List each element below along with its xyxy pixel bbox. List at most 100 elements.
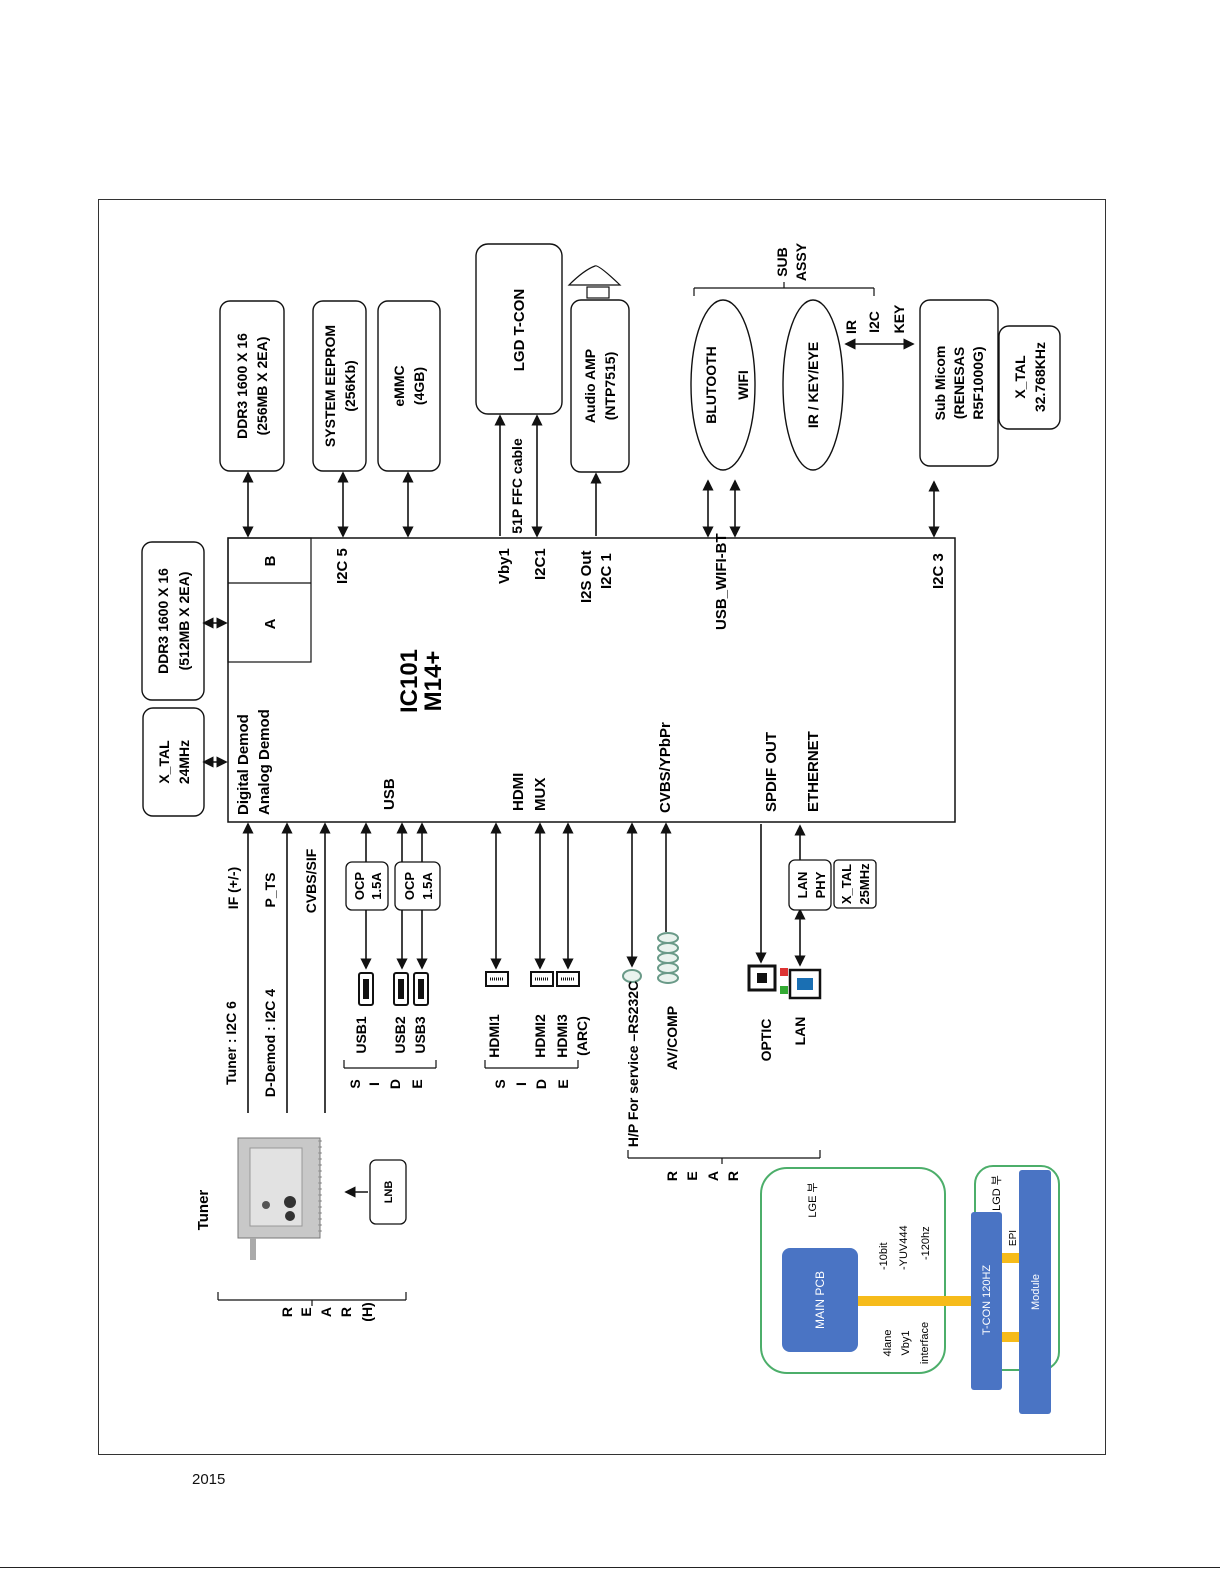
av-comp-label: AV/COMP [664, 1006, 680, 1070]
soc-label-cvbs-ypbpr: CVBS/YPbPr [657, 722, 674, 813]
speaker-icon [567, 265, 622, 299]
page-frame [98, 199, 1106, 1455]
ffc-cable-label: 51P FFC cable [509, 438, 525, 534]
epi-label: EPI [1008, 1230, 1019, 1246]
rear-letter: E [684, 1171, 700, 1180]
usb1-port-label: USB1 [353, 1016, 369, 1054]
soc-label-mux: MUX [532, 778, 549, 811]
usb3-port-label: USB3 [412, 1016, 428, 1054]
soc-label-i2c1: I2C1 [532, 548, 549, 580]
soc-model: M14+ [420, 651, 447, 712]
xtal-25mhz-box [833, 859, 877, 909]
hdmi1-port-label: HDMI1 [486, 1014, 502, 1058]
soc-label-hdmi: HDMI [510, 773, 527, 811]
usb-port-icon [413, 972, 429, 1006]
xtal-32k-line1: X_TAL [1012, 355, 1028, 399]
tcon-block [971, 1212, 1002, 1390]
hdmi-port-icon [530, 971, 554, 987]
eeprom-line2: (256Kb) [342, 360, 358, 411]
sub-assy-line2: ASSY [793, 242, 809, 281]
rear-h-letter: E [298, 1307, 314, 1316]
rear-letter: A [705, 1171, 721, 1181]
ocp2-line2: 1.5A [420, 872, 435, 900]
soc-label-i2c5: I2C 5 [334, 548, 351, 584]
side-usb-letter: D [387, 1079, 403, 1089]
side-usb-letter: I [366, 1082, 382, 1086]
audio-amp-line2: (NTP7515) [602, 352, 618, 420]
soc-label-digital-demod: Digital Demod [235, 714, 252, 815]
tcon-label: T-CON 120HZ [981, 1265, 993, 1336]
epi-link [1002, 1253, 1020, 1263]
sub-micom-box [919, 299, 999, 467]
inset-vby1: Vby1 [900, 1330, 912, 1355]
xtal-32k-line2: 32.768KHz [1032, 342, 1048, 412]
module-label: Module [1030, 1274, 1042, 1310]
sub-micom-line3: R5F1000G) [970, 346, 986, 419]
rear-letter: R [725, 1171, 741, 1181]
ocp1-line2: 1.5A [369, 872, 384, 900]
side-hdmi-letter: S [492, 1079, 508, 1088]
lan-phy-line1: LAN [795, 872, 810, 899]
ir-key-eye-label: IR / KEY/EYE [805, 342, 821, 428]
side-usb-letter: S [347, 1079, 363, 1088]
wifi-label: WIFI [735, 370, 751, 400]
eeprom-box [312, 300, 367, 472]
ocp-box-2 [394, 861, 441, 911]
ocp-box-1 [345, 861, 389, 911]
hdmi3-port-label: HDMI3 [554, 1014, 570, 1058]
ddr-a-line2: (512MB X 2EA) [176, 572, 192, 671]
inset-lge-area [760, 1167, 946, 1374]
usb2-port-label: USB2 [392, 1016, 408, 1054]
side-hdmi-letter: I [513, 1082, 529, 1086]
soc-label-analog-demod: Analog Demod [256, 709, 273, 815]
rear-h-letter: R [338, 1307, 354, 1317]
xtal-25-line2: 25MHz [857, 863, 872, 905]
footer-year: 2015 [192, 1471, 226, 1488]
hp-jack-icon [622, 969, 642, 983]
hdmi2-port-label: HDMI2 [532, 1014, 548, 1058]
hdmi-port-icon [556, 971, 580, 987]
xtal-32k-box [998, 325, 1061, 430]
tuner-icon [237, 1137, 322, 1260]
tuner-label: Tuner [195, 1190, 212, 1231]
lan-port-icon [780, 968, 822, 1000]
usb-port-icon [358, 972, 374, 1006]
rear-letter: R [664, 1171, 680, 1181]
module-block [1019, 1170, 1051, 1414]
rear-h-letter: (H) [359, 1302, 375, 1321]
emmc-line2: (4GB) [411, 367, 427, 405]
inset-lge-label: LGE 부 [806, 1182, 819, 1217]
soc-label-vby1: Vby1 [496, 548, 513, 584]
lan-port-label: LAN [792, 1017, 808, 1046]
ddr-port-b: B [262, 555, 279, 566]
lgd-tcon-label: LGD T-CON [511, 289, 528, 372]
main-pcb-label: MAIN PCB [813, 1271, 827, 1329]
inset-spec: -YUV444 [898, 1225, 910, 1270]
soc-block [227, 537, 956, 823]
vby1-link [858, 1296, 973, 1306]
inset-vby1: 4lane [882, 1330, 894, 1357]
xtal-24-line2: 24MHz [176, 740, 192, 784]
optic-port-icon [747, 964, 777, 992]
ddr-port-box [227, 537, 312, 663]
epi-link [1002, 1332, 1020, 1342]
soc-label-spdif-out: SPDIF OUT [763, 732, 780, 812]
rear-h-letter: R [279, 1307, 295, 1317]
soc-label-usb-wifi-bt: USB_WIFI-BT [713, 533, 730, 630]
usb-port-icon [393, 972, 409, 1006]
i2c-signal-label: I2C [866, 311, 882, 333]
lnb-box [369, 1159, 407, 1225]
ddr-b-line1: DDR3 1600 X 16 [234, 333, 250, 439]
rear-h-letter: A [318, 1307, 334, 1317]
lan-phy-box [788, 859, 832, 911]
ocp2-line1: OCP [402, 872, 417, 901]
av-comp-jack-icon [657, 932, 679, 984]
inset-spec: -120hz [920, 1226, 932, 1260]
inset-vby1: interface [919, 1322, 931, 1364]
side-hdmi-letter: D [533, 1079, 549, 1089]
p-ts-signal-label: P_TS [262, 872, 278, 907]
cvbs-sif-signal-label: CVBS/SIF [303, 848, 319, 913]
emmc-box [377, 300, 441, 472]
ir-signal-label: IR [843, 320, 859, 334]
optic-port-label: OPTIC [758, 1019, 774, 1062]
